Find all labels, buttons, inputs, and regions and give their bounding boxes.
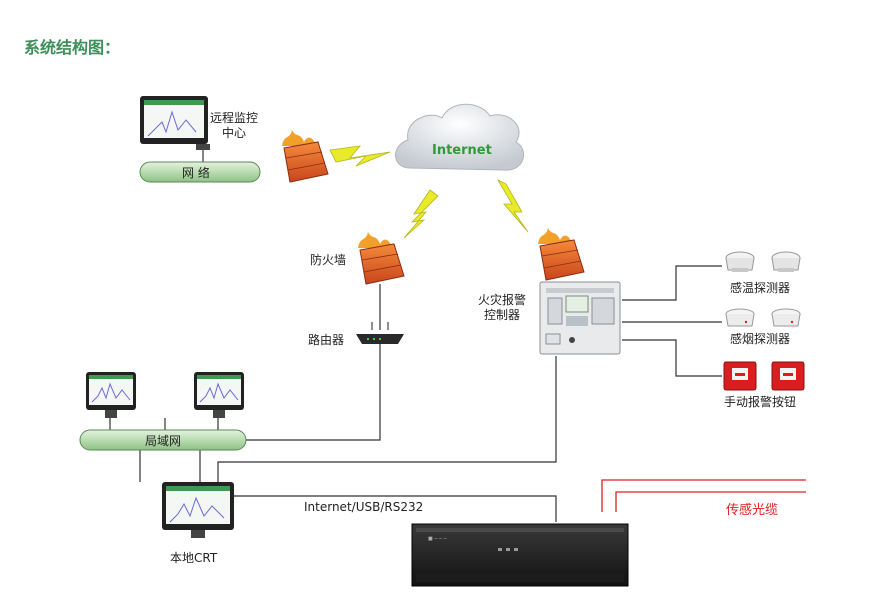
remote-center-label-1: 远程监控: [210, 110, 258, 125]
fire-alarm-controller: [539, 281, 621, 355]
link-label: Internet/USB/RS232: [304, 500, 423, 514]
sensing-cable-label: 传感光缆: [726, 502, 778, 518]
connections: [109, 150, 722, 522]
heat-detector-icon: [771, 251, 801, 272]
firewall-icon: [282, 130, 329, 183]
smoke-detector-label: 感烟探测器: [730, 331, 790, 346]
internet-label: Internet: [432, 143, 492, 158]
remote-center-label-2: 中心: [222, 125, 246, 140]
svg-text:■ ─ ─ ─: ■ ─ ─ ─: [428, 536, 448, 542]
firewall-label: 防火墙: [310, 252, 346, 267]
network-bar-label: 网 络: [182, 165, 210, 180]
sensing-cable: [601, 479, 806, 512]
local-crt-label: 本地CRT: [170, 551, 218, 565]
controller-label-2: 控制器: [484, 308, 520, 322]
router-icon: [356, 322, 404, 344]
heat-detector-label: 感温探测器: [730, 280, 790, 295]
lightning-icon: [403, 189, 439, 239]
controller-label-1: 火灾报警: [478, 292, 526, 307]
local-crt-monitor: [162, 482, 234, 538]
manual-button-label: 手动报警按钮: [724, 394, 796, 409]
lan-bar: [79, 429, 247, 451]
firewall-icon: [358, 232, 405, 285]
smoke-detector-icon: [725, 308, 755, 327]
smoke-detector-icon: [771, 308, 801, 327]
lan-monitor: [86, 372, 136, 418]
network-bar: [139, 161, 261, 183]
heat-detector-icon: [725, 251, 755, 272]
lightning-icon: [329, 145, 391, 167]
internet-cloud-icon: [395, 103, 525, 171]
lan-monitor: [194, 372, 244, 418]
remote-monitor: [140, 96, 210, 150]
lightning-icon: [496, 179, 529, 233]
router-label: 路由器: [308, 332, 344, 347]
manual-alarm-button-icon: [723, 361, 757, 391]
firewall-icon: [538, 228, 585, 281]
rack-server: ■ ─ ─ ─: [411, 523, 629, 587]
manual-alarm-button-icon: [771, 361, 805, 391]
page-title: 系统结构图：: [24, 38, 121, 57]
lan-bar-label: 局域网: [145, 434, 181, 448]
